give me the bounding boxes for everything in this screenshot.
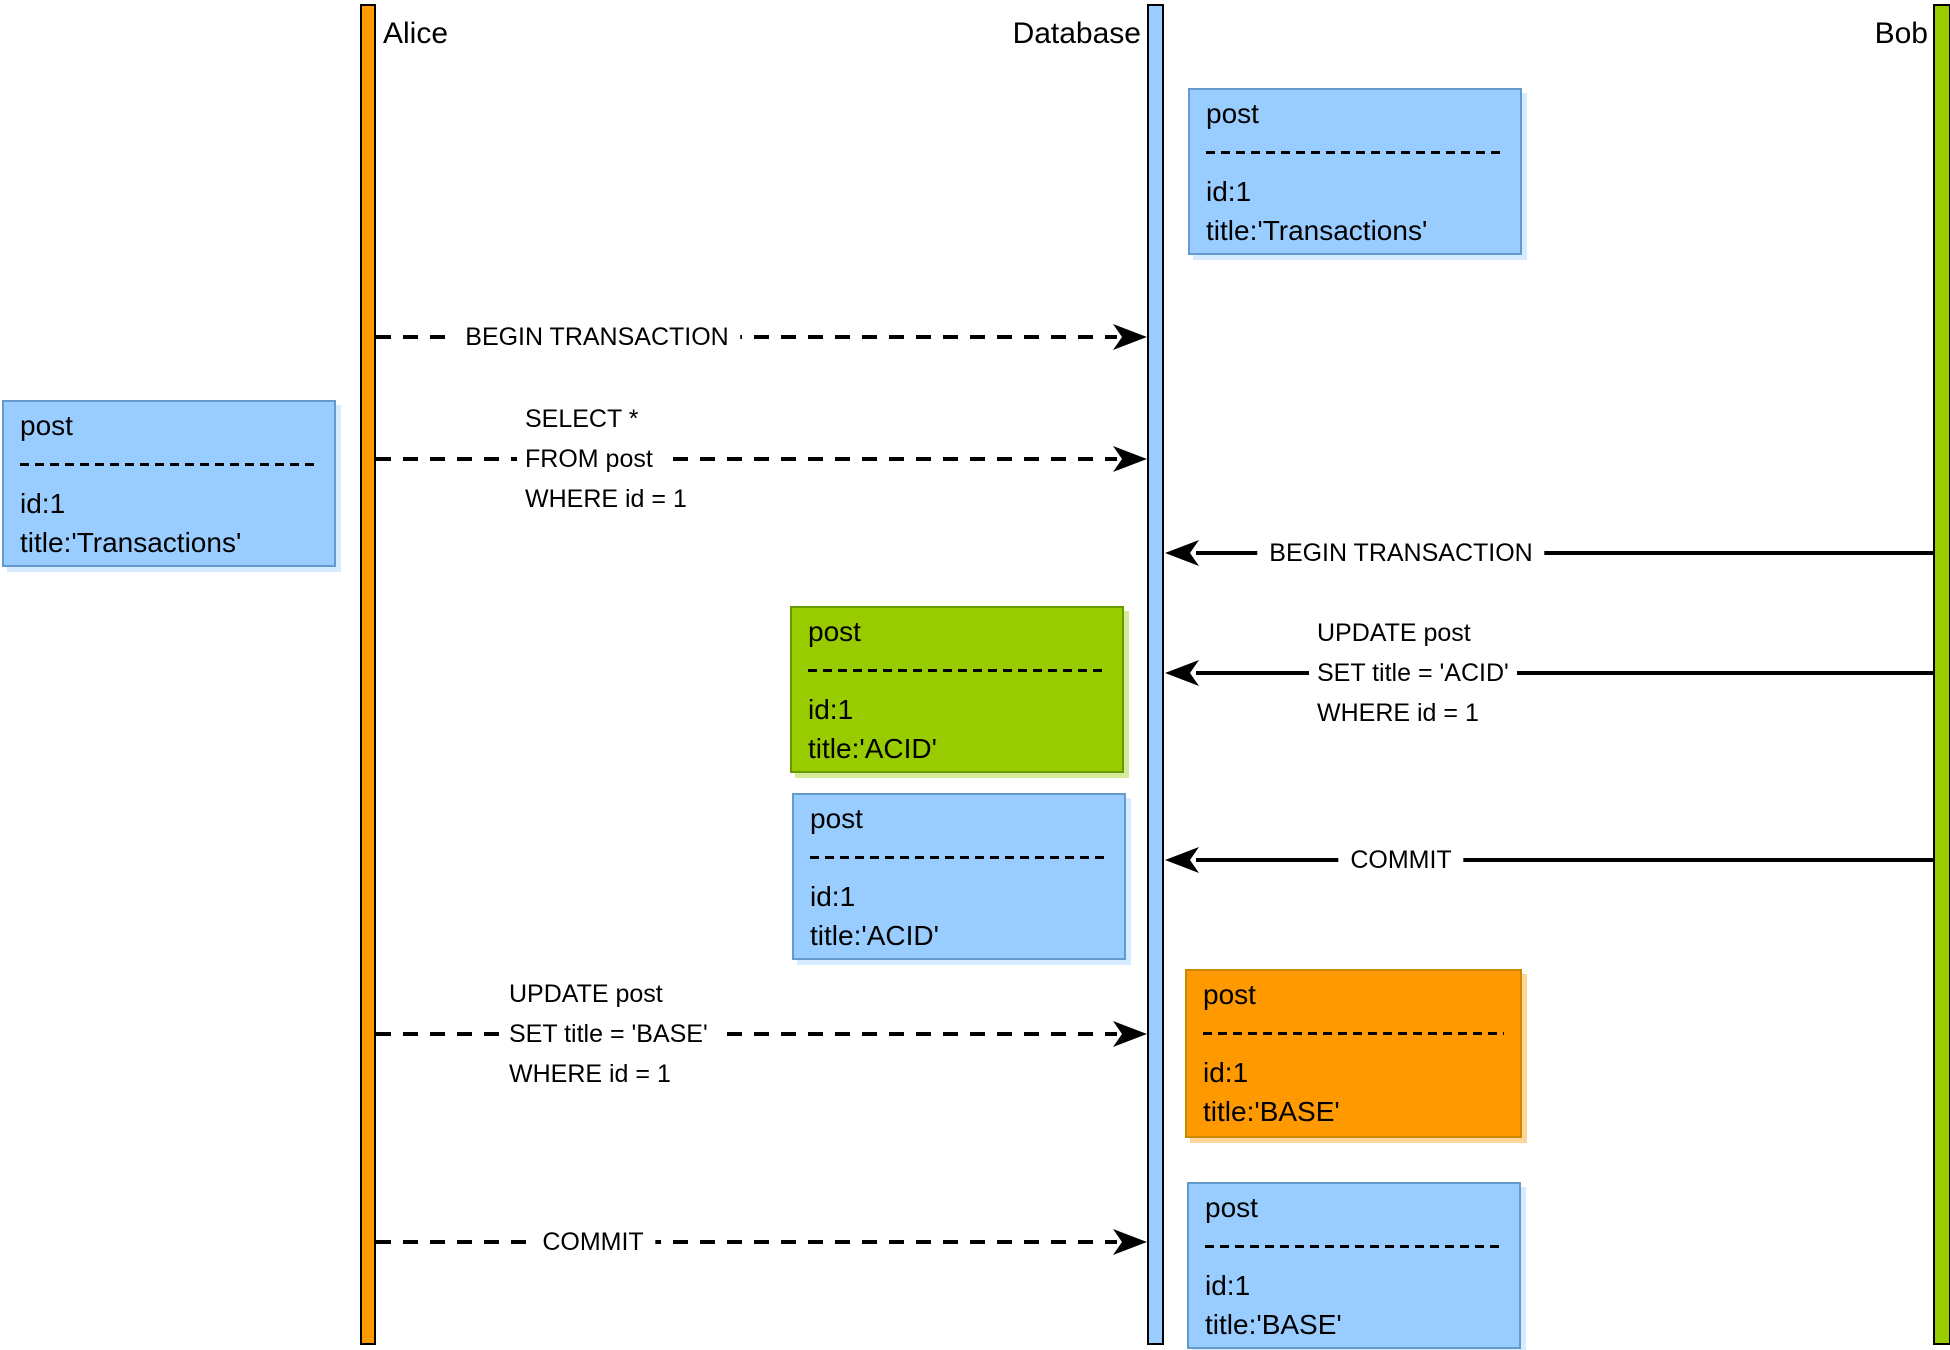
message-line — [376, 457, 1117, 461]
arrowhead-right-icon — [1113, 324, 1147, 350]
record-field-id: id:1 — [808, 694, 854, 725]
arrowhead-right-icon — [1113, 1229, 1147, 1255]
record-separator — [1206, 133, 1504, 172]
message-label-line: SET title = 'BASE' — [501, 1014, 716, 1054]
record-field-title: title:'ACID' — [810, 920, 939, 951]
record-field-title: title:'BASE' — [1205, 1309, 1342, 1340]
record-field-title: title:'ACID' — [808, 733, 937, 764]
record-field-id: id:1 — [20, 488, 66, 519]
message-label-line: UPDATE post — [501, 974, 671, 1014]
lifeline-alice — [360, 4, 376, 1345]
record-field-id: id:1 — [1206, 176, 1252, 207]
message-label: SELECT * FROM post WHERE id = 1 — [517, 399, 695, 519]
message-line — [376, 1240, 1117, 1244]
lifeline-label-bob: Bob — [1874, 17, 1928, 50]
arrowhead-left-icon — [1165, 847, 1199, 873]
message-label: BEGIN TRANSACTION — [453, 317, 741, 357]
record-separator — [1205, 1227, 1503, 1266]
record-db-initial: post id:1 title:'Transactions' — [1188, 88, 1522, 255]
record-field-id: id:1 — [810, 881, 856, 912]
message-label: COMMIT — [530, 1222, 656, 1262]
message-label-line: WHERE id = 1 — [1309, 693, 1487, 733]
message-label: UPDATE post SET title = 'ACID' WHERE id … — [1309, 613, 1517, 733]
lifeline-label-alice: Alice — [383, 17, 449, 50]
message-label-line: WHERE id = 1 — [501, 1054, 679, 1094]
record-separator — [1203, 1014, 1504, 1053]
record-table-name: post — [808, 616, 861, 647]
message-label-line: SET title = 'ACID' — [1309, 653, 1517, 693]
arrowhead-left-icon — [1165, 540, 1199, 566]
record-field-id: id:1 — [1205, 1270, 1251, 1301]
record-table-name: post — [1205, 1192, 1258, 1223]
message-line — [1196, 858, 1933, 862]
record-db-final: post id:1 title:'BASE' — [1187, 1182, 1521, 1349]
message-line — [376, 335, 1117, 339]
lifeline-label-database: Database — [1012, 17, 1141, 50]
record-alice-snapshot: post id:1 title:'Transactions' — [2, 400, 336, 567]
message-line — [1196, 671, 1933, 675]
message-label-line: FROM post — [517, 439, 661, 479]
record-table-name: post — [810, 803, 863, 834]
record-db-acid: post id:1 title:'ACID' — [792, 793, 1126, 960]
message-label-line: UPDATE post — [1309, 613, 1479, 653]
message-label-line: SELECT * — [517, 399, 647, 439]
arrowhead-left-icon — [1165, 660, 1199, 686]
arrowhead-right-icon — [1113, 1021, 1147, 1047]
record-table-name: post — [1203, 979, 1256, 1010]
record-alice-pending-base: post id:1 title:'BASE' — [1185, 969, 1522, 1138]
message-label: BEGIN TRANSACTION — [1257, 533, 1545, 573]
record-separator — [20, 445, 318, 484]
record-field-title: title:'BASE' — [1203, 1096, 1340, 1127]
arrowhead-right-icon — [1113, 446, 1147, 472]
record-table-name: post — [1206, 98, 1259, 129]
record-field-title: title:'Transactions' — [20, 527, 242, 558]
lifeline-bob — [1933, 4, 1950, 1345]
message-label: UPDATE post SET title = 'BASE' WHERE id … — [501, 974, 716, 1094]
message-label-line: WHERE id = 1 — [517, 479, 695, 519]
lifeline-database — [1147, 4, 1164, 1345]
record-field-id: id:1 — [1203, 1057, 1249, 1088]
message-line — [376, 1032, 1117, 1036]
record-separator — [810, 838, 1108, 877]
message-line — [1196, 551, 1933, 555]
message-label: COMMIT — [1338, 840, 1464, 880]
record-table-name: post — [20, 410, 73, 441]
record-separator — [808, 651, 1106, 690]
record-field-title: title:'Transactions' — [1206, 215, 1428, 246]
record-bob-pending-acid: post id:1 title:'ACID' — [790, 606, 1124, 773]
